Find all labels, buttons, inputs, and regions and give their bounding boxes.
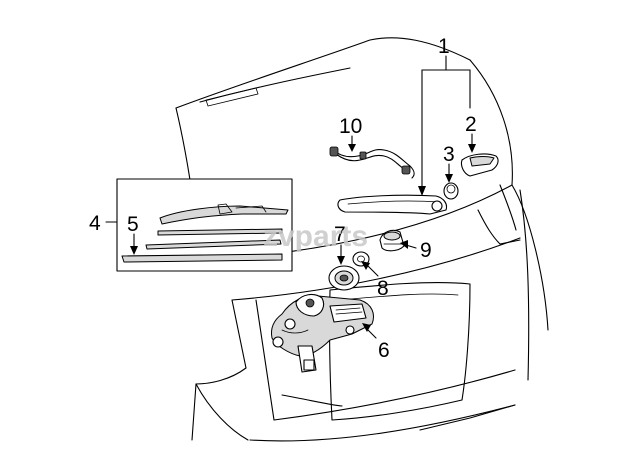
arm-nut (443, 182, 459, 200)
callout-5: 5 (127, 213, 139, 236)
callout-labels: 1 2 3 4 5 6 7 8 9 10 (89, 35, 477, 362)
washer-hose (329, 146, 415, 179)
wiper-arm (337, 194, 448, 215)
callout-1: 1 (438, 35, 450, 58)
wiper-blade-inset (116, 178, 293, 272)
arm-cover (460, 153, 499, 177)
callout-9: 9 (420, 239, 432, 262)
wiper-blade-assembly (159, 205, 289, 225)
wiper-blade-refill-upper (157, 228, 283, 236)
callout-8: 8 (377, 277, 389, 300)
callout-7: 7 (334, 223, 346, 246)
callout-4: 4 (89, 212, 101, 235)
callout-leaders (105, 55, 476, 339)
watermark-text: zvparts (263, 220, 368, 253)
callout-10: 10 (339, 115, 362, 138)
pivot-cap (379, 229, 405, 252)
wiper-blade-refill-middle (145, 239, 282, 250)
grommet (328, 265, 360, 291)
callout-2: 2 (465, 113, 477, 136)
wiper-blade-refill-lower (121, 253, 283, 263)
wiper-motor (271, 293, 374, 373)
vehicle-body-outline (175, 37, 549, 442)
callout-3: 3 (443, 143, 455, 166)
callout-6: 6 (378, 339, 390, 362)
